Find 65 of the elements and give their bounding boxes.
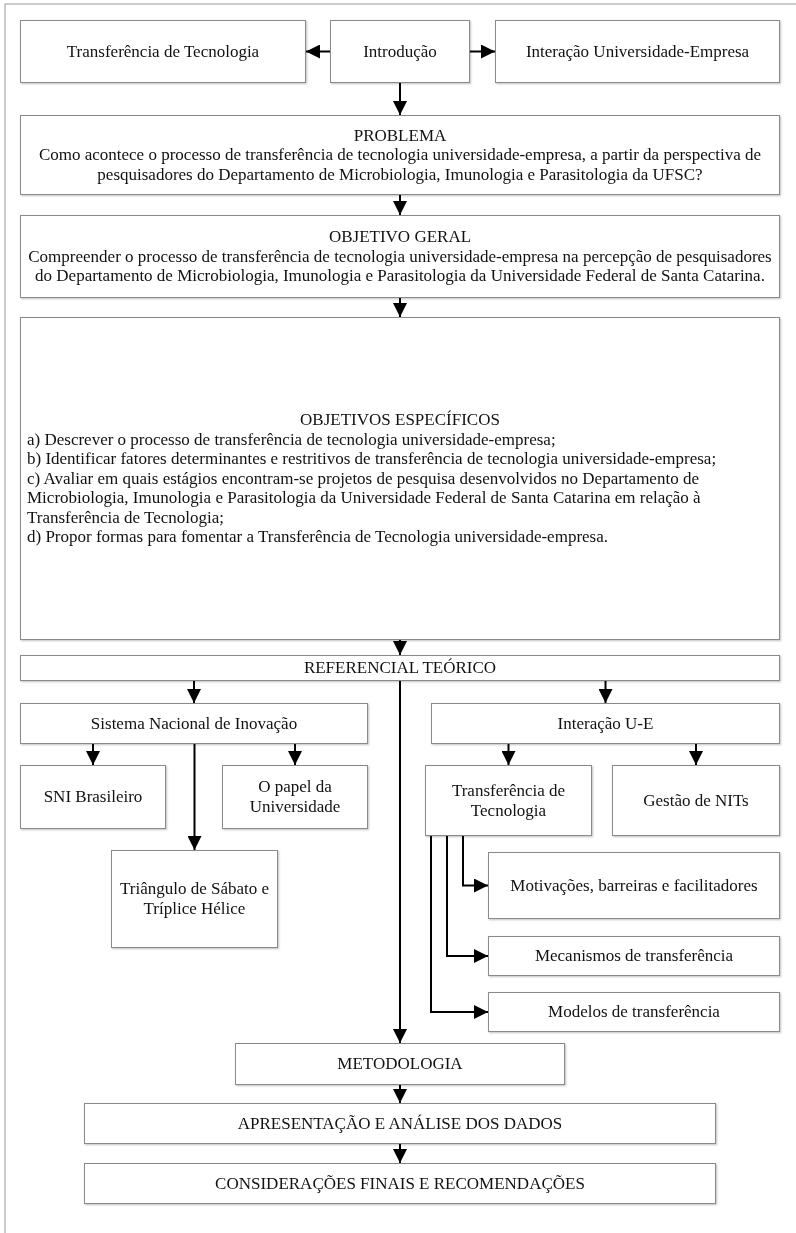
arrow <box>462 835 489 893</box>
text-box <box>20 215 780 298</box>
box-text: Modelos de transferência <box>548 1002 720 1022</box>
arrow <box>393 639 407 656</box>
box-text: d) Propor formas para fomentar a Transferência de Tecnologia universidade-empresa. <box>27 527 609 547</box>
text-box <box>20 703 368 744</box>
box-text: Triângulo de Sábato e Tríplice Hélice <box>118 879 271 919</box>
text-box <box>488 936 780 976</box>
text-box <box>488 992 780 1032</box>
box-heading: OBJETIVOS ESPECÍFICOS <box>299 410 501 430</box>
text-box <box>84 1103 716 1144</box>
box-text: Transferência de Tecnologia <box>450 780 567 821</box>
text-box <box>488 852 780 919</box>
text-box <box>330 20 470 83</box>
text-box <box>431 703 780 744</box>
arrow <box>393 1084 407 1104</box>
box-text: CONSIDERAÇÕES FINAIS E RECOMENDAÇÕES <box>215 1173 585 1194</box>
text-box <box>20 317 780 640</box>
text-box <box>84 1163 716 1204</box>
text-box <box>111 850 278 948</box>
box-heading: PROBLEMA <box>353 125 447 146</box>
arrow <box>446 835 489 963</box>
arrow <box>393 680 407 1044</box>
arrow <box>187 743 202 851</box>
arrow <box>305 44 331 59</box>
box-text: REFERENCIAL TEÓRICO <box>303 658 497 678</box>
arrow <box>393 297 407 318</box>
box-text: Introdução <box>363 41 437 62</box>
box-text: METODOLOGIA <box>337 1054 463 1074</box>
text-box <box>20 115 780 195</box>
text-box <box>20 655 780 681</box>
box-text: Compreender o processo de transferência de tecnologia universidade-empresa na percepção de pesquisadores do Departamento de Microbiologia, Imunologia e Parasitologia da Universidade Federal de Santa Catarina. <box>27 246 773 286</box>
text-box <box>495 20 780 83</box>
box-text: Sistema Nacional de Inovação <box>90 713 298 734</box>
box-text: Transferência de Tecnologia <box>66 41 260 62</box>
box-text: Mecanismos de transferência <box>534 946 734 966</box>
arrow <box>393 1143 407 1164</box>
text-box <box>20 20 306 83</box>
text-box <box>612 765 780 836</box>
arrow <box>689 743 703 766</box>
arrow <box>288 743 302 766</box>
box-text: Como acontece o processo de transferência de tecnologia universidade-empresa, a partir da perspectiva de pesquisadores do Departamento de Microbiologia, Imunologia e Parasitologia da UFSC? <box>37 145 763 185</box>
arrow <box>187 680 201 704</box>
arrow <box>501 743 516 766</box>
arrow <box>469 44 496 59</box>
box-text: Interação U-E <box>557 713 654 734</box>
text-box <box>20 765 166 829</box>
box-text: Interação Universidade-Empresa <box>525 41 750 62</box>
arrow <box>393 82 407 116</box>
box-text: O papel da Universidade <box>248 777 342 817</box>
text-box <box>425 765 592 836</box>
box-text: b) Identificar fatores determinantes e restritivos de transferência de tecnologia universidade-empresa; <box>27 449 718 469</box>
text-box <box>235 1043 565 1085</box>
arrow <box>393 194 407 216</box>
arrow <box>430 835 489 1019</box>
arrow <box>86 743 100 766</box>
box-text: a) Descrever o processo de transferência de tecnologia universidade-empresa; <box>27 429 557 450</box>
box-text: SNI Brasileiro <box>43 787 143 807</box>
box-text: Motivações, barreiras e facilitadores <box>510 875 758 896</box>
box-text: Gestão de NITs <box>643 790 749 811</box>
arrow <box>598 680 613 704</box>
box-text: APRESENTAÇÃO E ANÁLISE DOS DADOS <box>237 1113 563 1134</box>
text-box <box>222 765 368 829</box>
box-text: c) Avaliar em quais estágios encontram-se projetos de pesquisa desenvolvidos no Departamento de Microbiologia, Imunologia e Parasitologia da Universidade Federal de Santa Catarina em relação à Transferência de Tecnologia; <box>27 468 702 528</box>
box-heading: OBJETIVO GERAL <box>328 227 472 247</box>
